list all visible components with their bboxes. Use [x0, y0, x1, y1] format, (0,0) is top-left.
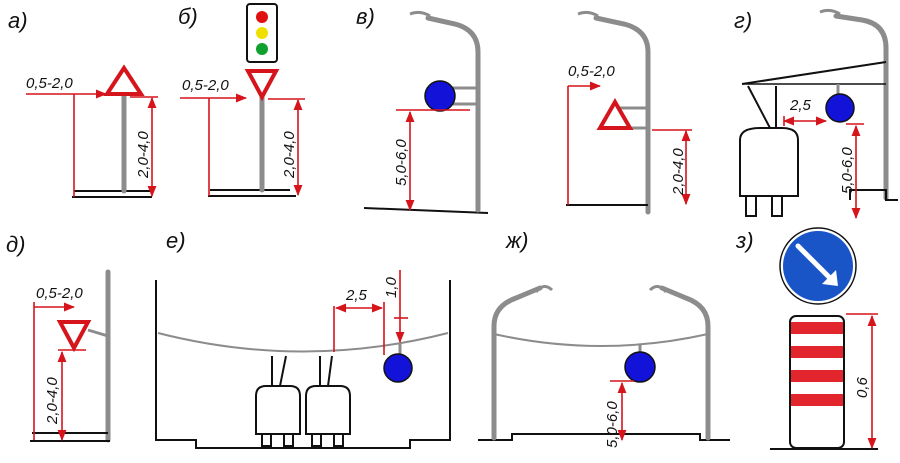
panel-b-label: б) — [178, 4, 198, 29]
wheel — [311, 433, 322, 447]
blue-round-sign — [424, 80, 456, 112]
traffic-light-green-icon — [256, 43, 268, 55]
bollard-stripe — [791, 394, 843, 406]
dim-horizontal-label: 0,5-2,0 — [568, 63, 615, 80]
dim-vertical-label: 1,0 — [383, 276, 400, 298]
panel-d: д) 0,5-2,0 2,0-4,0 — [6, 232, 111, 443]
dim-horizontal-label: 2,5 — [345, 287, 368, 304]
panel-e-label: е) — [166, 228, 186, 253]
lamp-head-icon — [819, 8, 841, 16]
yield-triangle-sign — [56, 320, 92, 353]
blue-round-sign — [624, 351, 656, 383]
trolleybus-body — [305, 385, 351, 435]
panel-v-label: в) — [356, 4, 375, 29]
panel-a-label: а) — [8, 8, 28, 33]
panel-b: б) 0,5-2,0 2,0-4,0 — [178, 3, 305, 197]
dim-vertical-label: 2,0-4,0 — [135, 131, 152, 179]
dim-horizontal-label: 0,5-2,0 — [36, 285, 83, 302]
panel-a: а) 0,5-2,0 2,0-4,0 — [8, 8, 158, 198]
ground-line — [478, 433, 730, 441]
lamp-head-icon — [409, 10, 431, 18]
dim-vertical-label: 2,0-4,0 — [44, 377, 61, 425]
lamp-head-icon — [534, 285, 554, 293]
panel-g-label: г) — [734, 8, 752, 33]
trolley-pole — [747, 85, 771, 129]
panel-zh-label: ж) — [505, 228, 528, 253]
dim-vertical-label: 5,0-6,0 — [393, 139, 410, 186]
wheel — [745, 195, 757, 217]
lamp-pole — [833, 13, 889, 201]
warning-triangle-sign — [596, 97, 634, 130]
panel-z: з) 0,6 — [735, 227, 878, 450]
lamp-pole — [491, 285, 543, 441]
bracket-arm — [87, 328, 109, 338]
dim-vertical-label: 5,0-6,0 — [839, 147, 856, 194]
panel-g: г) 2,5 5,0-6,0 — [734, 8, 898, 220]
lamp-pole — [593, 15, 651, 215]
catenary-wire — [157, 332, 449, 353]
wheel — [771, 195, 783, 217]
arrow-down-right-icon — [795, 243, 838, 286]
panel-z-label: з) — [735, 228, 754, 253]
dim-horizontal-label: 0,5-2,0 — [26, 75, 73, 92]
panel-e: е) 2,5 1,0 — [155, 228, 451, 449]
trolleybus-body — [739, 127, 799, 197]
bollard-stripe — [791, 370, 843, 382]
blue-round-sign — [383, 353, 413, 383]
tunnel-outline — [155, 280, 451, 449]
panel-zh: ж) 5,0-6,0 — [478, 228, 730, 448]
traffic-light-yellow-icon — [256, 27, 268, 39]
trolley-pole — [327, 355, 333, 387]
trolleybus-body — [255, 385, 301, 435]
lamp-pole — [425, 15, 481, 213]
wheel — [261, 433, 272, 447]
wheel — [283, 433, 294, 447]
dim-horizontal-label: 2,5 — [789, 97, 812, 114]
bollard-stripe — [791, 346, 843, 358]
panel-d-label: д) — [6, 232, 26, 257]
catenary-wire — [493, 333, 709, 347]
bollard-stripe — [791, 322, 843, 334]
ground-line — [363, 207, 489, 214]
dim-horizontal-label: 0,5-2,0 — [182, 77, 229, 94]
trolley-pole — [279, 355, 287, 387]
catenary-wire — [741, 61, 887, 85]
dim-vertical-label: 0,6 — [854, 376, 871, 398]
lamp-head-icon — [577, 10, 599, 18]
lamp-pole — [659, 285, 711, 441]
lamp-head-icon — [648, 285, 668, 293]
dim-vertical-label: 5,0-6,0 — [604, 401, 621, 448]
dim-vertical-label: 2,0-4,0 — [670, 148, 687, 196]
traffic-light-red-icon — [256, 11, 268, 23]
blue-round-sign — [825, 93, 855, 123]
yield-triangle-sign — [244, 69, 280, 102]
panel-v: в) 5,0-6,0 0,5-2,0 2,0-4,0 — [356, 4, 692, 215]
warning-triangle-sign — [103, 64, 145, 96]
dim-vertical-label: 2,0-4,0 — [281, 131, 298, 179]
wheel — [333, 433, 344, 447]
ground-line — [849, 189, 898, 201]
